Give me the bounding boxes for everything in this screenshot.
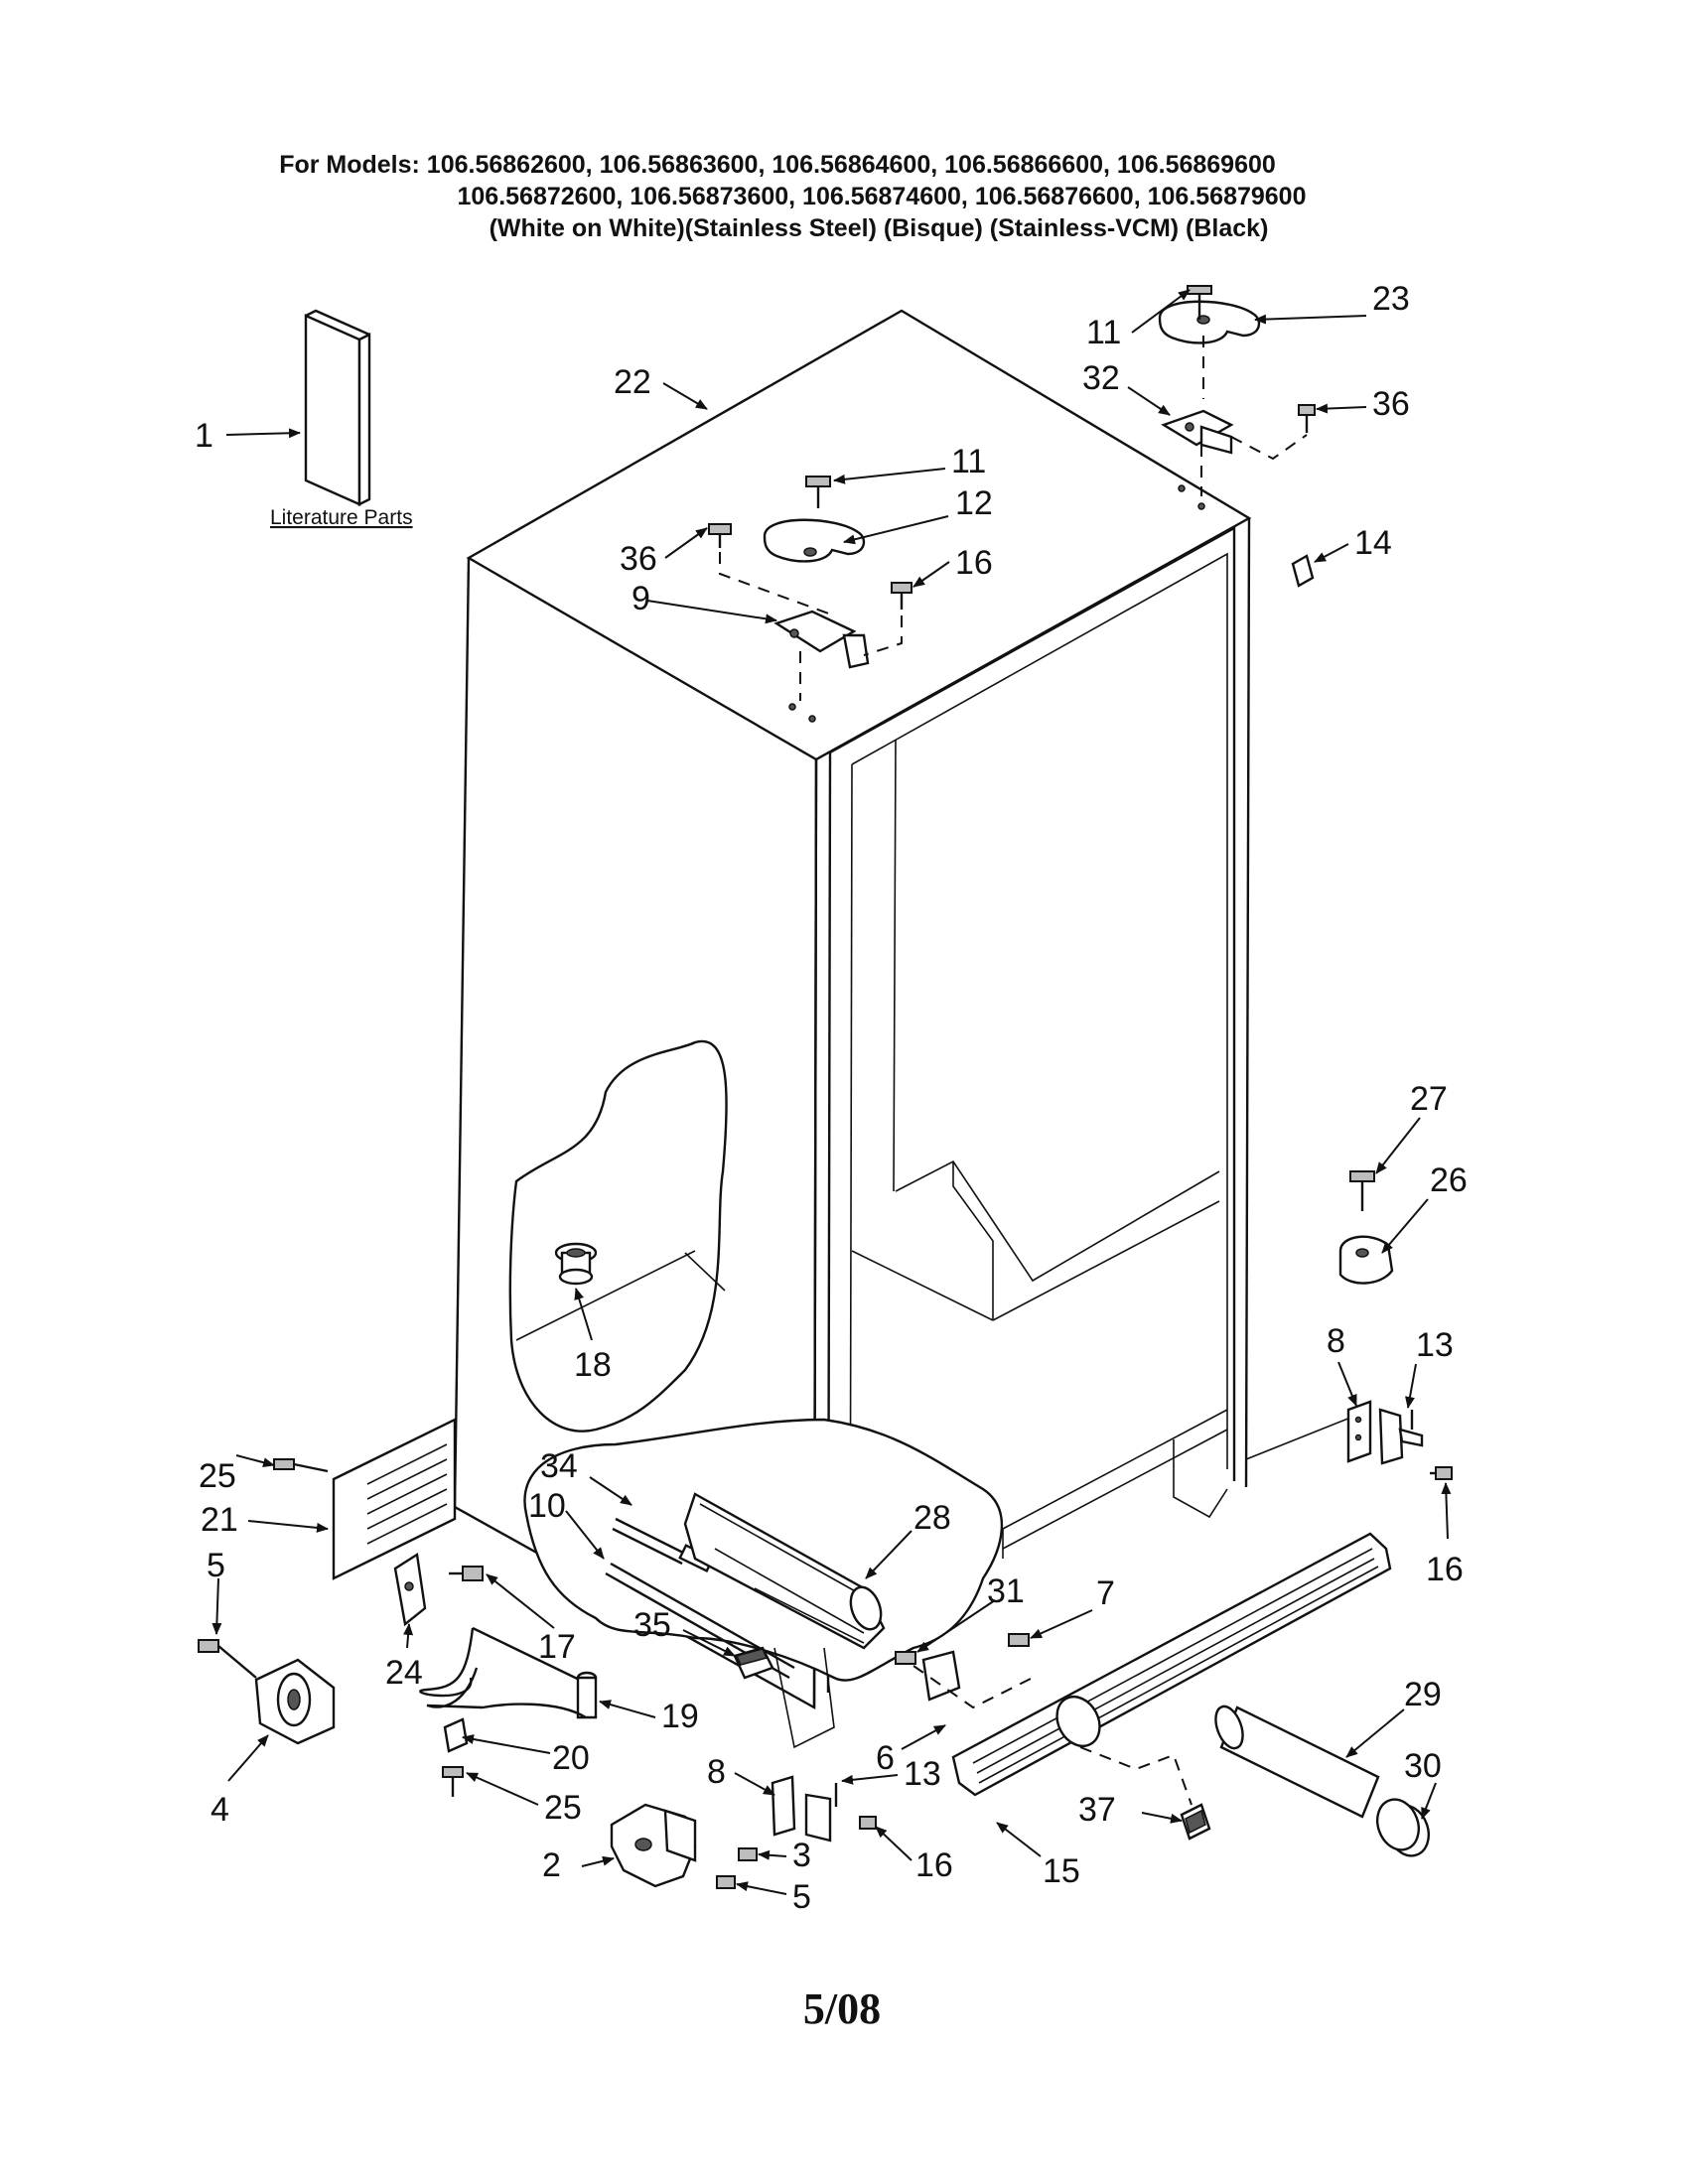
top-hinge-left-icon: [773, 610, 870, 669]
cabinet-body: [453, 309, 1371, 1710]
callout-18: 18: [574, 1346, 612, 1384]
callout-19: 19: [661, 1698, 699, 1735]
callout-4: 4: [210, 1791, 229, 1829]
lower-hinge-2-icon: [610, 1803, 697, 1888]
callout-9: 9: [632, 580, 650, 617]
screw-5-upper-icon: [198, 1639, 257, 1679]
hinge-bracket-13-lower-icon: [804, 1783, 838, 1843]
callout-28: 28: [913, 1499, 951, 1537]
model-list-header: For Models: 106.56862600, 106.56863600, …: [0, 149, 1684, 244]
callout-14: 14: [1354, 524, 1392, 562]
water-filter-29-icon: [1214, 1705, 1380, 1819]
screw-31-icon: [895, 1651, 916, 1665]
top-hinge-right-icon: [1161, 409, 1234, 455]
callout-24: 24: [385, 1654, 423, 1692]
roller-assembly-4-icon: [254, 1658, 336, 1745]
callout-22: 22: [614, 363, 651, 401]
callout-17: 17: [538, 1628, 576, 1666]
callout-7: 7: [1096, 1574, 1115, 1612]
grommet-icon: [554, 1242, 598, 1286]
callout-10: 10: [528, 1487, 566, 1525]
callout-20: 20: [552, 1739, 590, 1777]
callout-13-right: 13: [1416, 1326, 1454, 1364]
rear-access-panel-icon: [332, 1418, 457, 1580]
hinge-plate-8-right-icon: [1346, 1400, 1372, 1463]
screw-16-right-icon: [1430, 1466, 1453, 1480]
hinge-bracket-13-right-icon: [1378, 1408, 1424, 1465]
bracket-26-icon: [1338, 1235, 1394, 1285]
callout-35: 35: [633, 1606, 671, 1644]
drain-tube-19-icon: [419, 1626, 598, 1719]
color-variants-line: (White on White)(Stainless Steel) (Bisqu…: [489, 214, 1269, 242]
callout-29: 29: [1404, 1676, 1442, 1713]
callout-16-lower: 16: [915, 1846, 953, 1884]
callout-34: 34: [540, 1447, 578, 1485]
screw-16-lower-icon: [859, 1816, 877, 1830]
callout-8-lower: 8: [707, 1753, 726, 1791]
callout-3: 3: [792, 1837, 811, 1874]
callout-2: 2: [542, 1846, 561, 1884]
callout-15: 15: [1043, 1852, 1080, 1890]
screw-25-upper-icon: [273, 1458, 329, 1473]
screw-36-right-icon: [1298, 404, 1316, 433]
top-hinge-cover-left-icon: [763, 518, 866, 563]
screw-11-left-icon: [805, 476, 831, 508]
callout-5-upper: 5: [207, 1547, 225, 1584]
callout-36-right: 36: [1372, 385, 1410, 423]
screw-16-top-icon: [891, 582, 912, 610]
clip-20-icon: [443, 1717, 469, 1753]
screw-25-lower-icon: [442, 1766, 464, 1797]
callout-25-upper: 25: [199, 1457, 236, 1495]
callout-12: 12: [955, 484, 993, 522]
callout-11-top-right: 11: [1086, 314, 1121, 351]
model-line-2: 106.56872600, 106.56873600, 106.56874600…: [457, 183, 1307, 210]
filter-bypass-37-icon: [1180, 1803, 1211, 1841]
filter-cap-30-icon: [1376, 1798, 1430, 1857]
screw-3-icon: [738, 1847, 758, 1861]
bracket-6-icon: [921, 1650, 961, 1702]
screw-7-icon: [1008, 1633, 1030, 1647]
callout-36-left: 36: [620, 540, 657, 578]
callout-8-right: 8: [1327, 1322, 1345, 1360]
cutaway-view-upper: [508, 1039, 728, 1433]
hinge-plate-8-lower-icon: [771, 1775, 796, 1837]
screw-36-left-icon: [708, 523, 732, 548]
callout-21: 21: [201, 1501, 238, 1539]
callout-6: 6: [876, 1739, 895, 1777]
screw-27-icon: [1349, 1170, 1375, 1211]
callout-32: 32: [1082, 359, 1120, 397]
literature-parts-label: Literature Parts: [270, 506, 413, 529]
callout-37: 37: [1078, 1791, 1116, 1829]
revision-date: 5/08: [802, 1984, 882, 2033]
callout-31: 31: [987, 1572, 1025, 1610]
callout-23: 23: [1372, 280, 1410, 318]
literature-booklet-icon: [304, 309, 371, 506]
callout-11-left: 11: [951, 443, 986, 480]
callout-26: 26: [1430, 1161, 1468, 1199]
shim-14-icon: [1291, 554, 1315, 588]
callout-16-right: 16: [1426, 1551, 1464, 1588]
screw-5-lower-icon: [716, 1875, 736, 1889]
callout-5-lower: 5: [792, 1878, 811, 1916]
toe-grille-15-icon: [951, 1532, 1392, 1797]
callout-leaders: [211, 289, 1452, 1895]
callout-27: 27: [1410, 1080, 1448, 1118]
insulation-block-icon: [733, 1646, 774, 1680]
model-line-1: For Models: 106.56862600, 106.56863600, …: [279, 151, 1276, 179]
dispenser-housing-icon: [683, 1492, 886, 1650]
top-hinge-cover-right-icon: [1158, 300, 1261, 344]
bracket-24-icon: [393, 1552, 427, 1627]
callout-30: 30: [1404, 1747, 1442, 1785]
callout-16-top: 16: [955, 544, 993, 582]
callout-25-lower: 25: [544, 1789, 582, 1827]
callout-13-lower: 13: [904, 1755, 941, 1793]
callout-1: 1: [195, 417, 213, 455]
screw-17-icon: [449, 1566, 484, 1581]
